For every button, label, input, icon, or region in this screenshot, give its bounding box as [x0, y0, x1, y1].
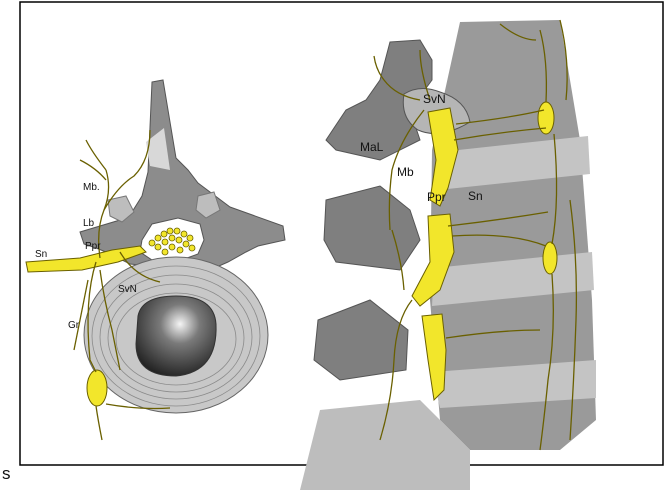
nucleus-pulposus: [136, 296, 216, 376]
label-sn-right: Sn: [468, 189, 483, 203]
label-ppr: Ppr: [85, 241, 101, 252]
label-ppr-right: Ppr: [427, 190, 446, 204]
sympathetic-ganglion: [87, 370, 107, 406]
label-gr: Gr: [68, 320, 80, 331]
label-mal: MaL: [360, 140, 384, 154]
label-mb-right: Mb: [397, 165, 414, 179]
right-ganglion-upper: [538, 102, 554, 134]
label-mb: Mb.: [83, 182, 100, 193]
label-svn-right: SvN: [423, 92, 446, 106]
label-lb: Lb: [83, 218, 95, 229]
right-ganglion-lower: [543, 242, 557, 274]
label-sn: Sn: [35, 249, 47, 260]
label-svn: SvN: [118, 284, 137, 295]
corner-letter: s: [2, 464, 11, 484]
